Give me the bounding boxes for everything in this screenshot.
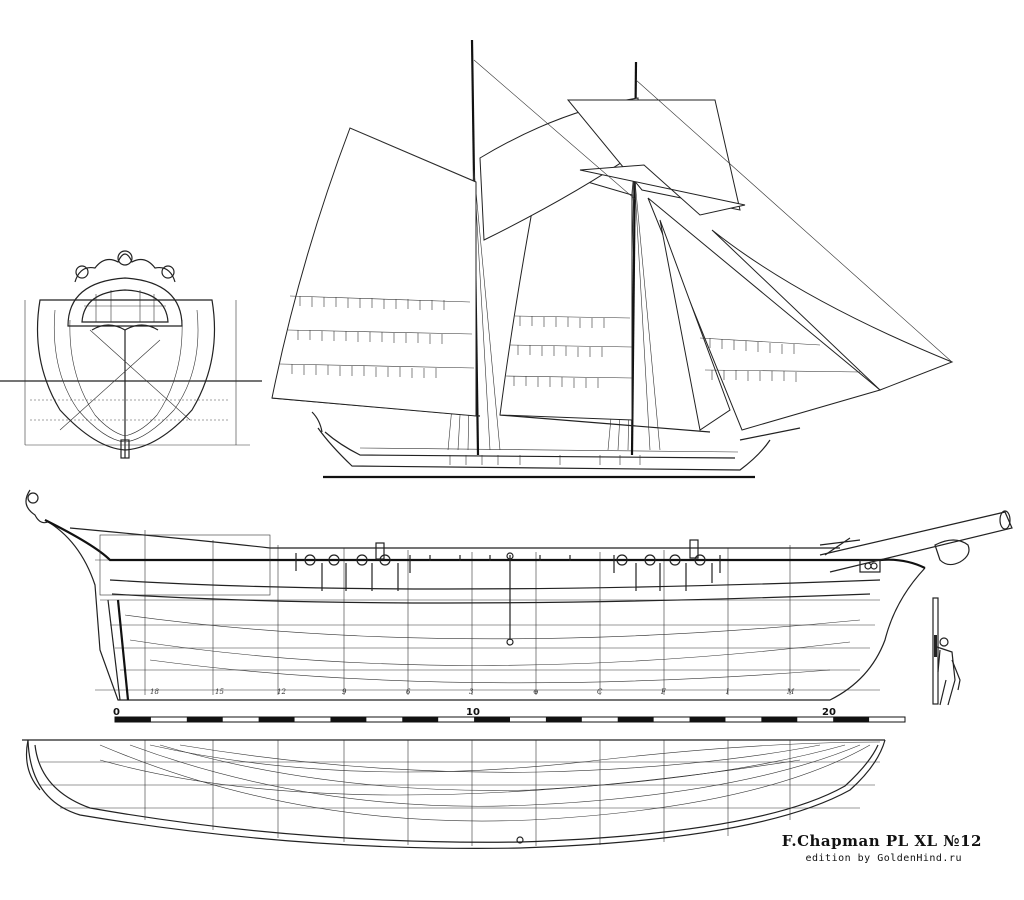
frame-station-label: 15 bbox=[215, 688, 224, 696]
frame-station-label: 9 bbox=[342, 688, 347, 696]
scale-label-0: 0 bbox=[113, 707, 120, 718]
scale-label-10: 10 bbox=[466, 707, 480, 718]
frame-station-label: 6 bbox=[406, 688, 411, 696]
scale-bar-segment bbox=[402, 717, 439, 722]
scale-bar-segment bbox=[115, 717, 151, 722]
scale-bar-segment bbox=[833, 717, 870, 722]
scale-bar-segment bbox=[258, 717, 295, 722]
edition-credit: edition by GoldenHind.ru bbox=[805, 853, 962, 864]
stern-view bbox=[0, 250, 262, 459]
main-gaff-sail bbox=[271, 127, 477, 417]
frame-station-label: C bbox=[597, 688, 603, 696]
hull-profile: 18 15 12 9 6 3 ⊕ C F I M bbox=[25, 489, 1013, 701]
frame-station-label: 3 bbox=[469, 688, 474, 696]
scale-bar-segment bbox=[474, 717, 510, 722]
scale-label-20: 20 bbox=[822, 707, 836, 718]
plate-title: F.Chapman PL XL №12 bbox=[781, 832, 982, 850]
scale-bar-segment bbox=[689, 717, 726, 722]
half-breadth-plan bbox=[22, 739, 886, 849]
frame-station-label: 18 bbox=[150, 688, 159, 696]
scale-bar: 0 10 20 bbox=[113, 707, 906, 723]
scale-bar-segment bbox=[545, 717, 582, 722]
flying-jib bbox=[711, 229, 954, 391]
scale-bar-segment bbox=[330, 717, 367, 722]
frame-station-label: I bbox=[725, 688, 729, 696]
scale-bar-segment bbox=[761, 717, 798, 722]
fore-topsail bbox=[566, 99, 741, 211]
scale-figure bbox=[932, 597, 961, 706]
frame-station-label: 12 bbox=[277, 688, 286, 696]
frame-station-label: M bbox=[786, 688, 795, 696]
scale-bar-segment bbox=[186, 717, 223, 722]
scale-bar-segment bbox=[617, 717, 654, 722]
frame-station-label: ⊕ bbox=[533, 688, 539, 696]
sail-plan bbox=[271, 39, 954, 479]
frame-station-label: F bbox=[660, 688, 667, 696]
